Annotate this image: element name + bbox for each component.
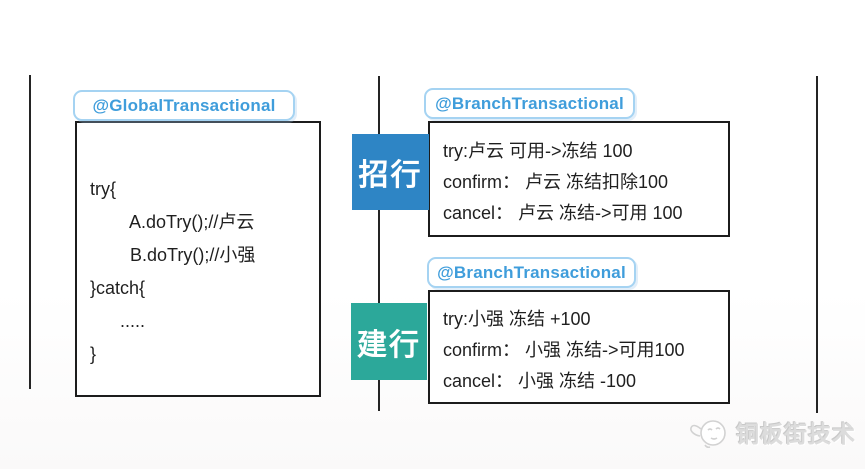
left-divider-line bbox=[29, 75, 31, 389]
tcc-try-line: try:小强 冻结 +100 bbox=[443, 309, 591, 329]
tcc-confirm-line: confirm： 小强 冻结->可用100 bbox=[443, 340, 685, 360]
code-line: B.doTry();//小强 bbox=[90, 245, 256, 265]
bank-label-ccb: 建行 bbox=[351, 303, 427, 380]
branch-code-box-cmb: try:卢云 可用->冻结 100 confirm： 卢云 冻结扣除100 ca… bbox=[428, 121, 730, 237]
code-line: } bbox=[90, 344, 97, 364]
global-code-box: try{ A.doTry();//卢云 B.doTry();//小强 }catc… bbox=[75, 121, 321, 397]
watermark: 铜板街技术 bbox=[688, 412, 856, 452]
code-line: try{ bbox=[90, 179, 117, 199]
tcc-cancel-line: cancel： 卢云 冻结->可用 100 bbox=[443, 203, 683, 223]
code-line: A.doTry();//卢云 bbox=[90, 212, 255, 232]
code-line: ..... bbox=[90, 311, 146, 331]
fish-mascot-icon bbox=[690, 420, 726, 449]
bank-label-cmb: 招行 bbox=[352, 134, 429, 210]
tcc-confirm-line: confirm： 卢云 冻结扣除100 bbox=[443, 172, 669, 192]
code-line: }catch{ bbox=[90, 278, 146, 298]
branch-transactional-annotation-cmb: @BranchTransactional bbox=[424, 88, 635, 119]
global-transactional-annotation: @GlobalTransactional bbox=[73, 90, 295, 121]
tcc-try-line: try:卢云 可用->冻结 100 bbox=[443, 141, 633, 161]
middle-divider-line bbox=[378, 76, 380, 411]
watermark-text: 铜板街技术 bbox=[736, 421, 856, 447]
right-divider-line bbox=[816, 76, 818, 413]
branch-code-box-ccb: try:小强 冻结 +100 confirm： 小强 冻结->可用100 can… bbox=[428, 290, 730, 404]
tcc-cancel-line: cancel： 小强 冻结 -100 bbox=[443, 371, 637, 391]
branch-transactional-annotation-ccb: @BranchTransactional bbox=[427, 257, 636, 288]
